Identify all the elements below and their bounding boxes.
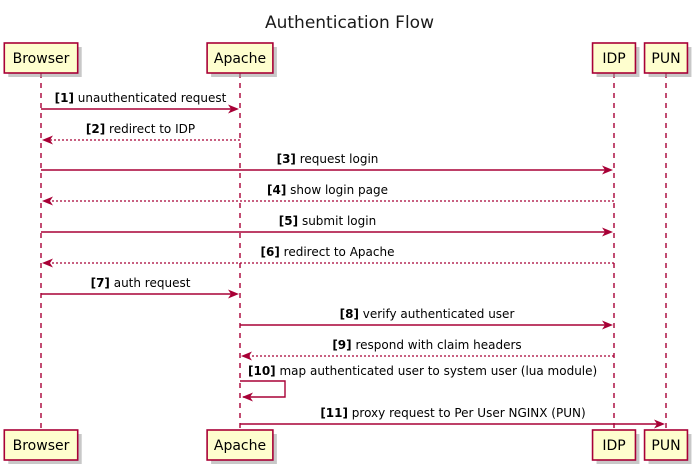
message-label: [4] show login page: [267, 183, 388, 197]
participant-apache-bottom[interactable]: Apache: [206, 429, 277, 464]
arrow-head: [602, 320, 613, 330]
participant-browser-bottom[interactable]: Browser: [3, 429, 82, 464]
message-10[interactable]: [10] map authenticated user to system us…: [240, 364, 597, 402]
message-label: [8] verify authenticated user: [340, 307, 515, 321]
arrow-head: [602, 165, 613, 175]
message-11[interactable]: [11] proxy request to Per User NGINX (PU…: [240, 406, 665, 429]
message-2[interactable]: [2] redirect to IDP: [42, 122, 240, 145]
message-label: [5] submit login: [279, 214, 376, 228]
participant-pun-bottom[interactable]: PUN: [643, 429, 692, 464]
participant-pun-top[interactable]: PUN: [643, 42, 692, 77]
participant-boxes-top: Browser Apache IDP PUN: [3, 42, 692, 77]
page-title: Authentication Flow: [265, 13, 434, 33]
participant-label: Apache: [214, 438, 266, 454]
participant-label: PUN: [651, 438, 680, 454]
participant-box: [206, 42, 274, 74]
message-label: [6] redirect to Apache: [261, 245, 395, 259]
message-9[interactable]: [9] respond with claim headers: [241, 338, 614, 361]
message-4[interactable]: [4] show login page: [42, 183, 614, 206]
participant-box: [3, 42, 79, 74]
arrow-head: [42, 135, 53, 145]
participant-box: [591, 429, 637, 461]
arrow-head: [42, 258, 53, 268]
participant-box: [206, 429, 274, 461]
arrow-head: [242, 392, 253, 402]
participant-label: Browser: [13, 438, 70, 454]
message-line: [240, 380, 286, 398]
participant-label: PUN: [651, 51, 680, 67]
participant-box: [591, 42, 637, 74]
participant-box: [643, 42, 689, 74]
message-label: [11] proxy request to Per User NGINX (PU…: [320, 406, 585, 420]
participant-idp-bottom[interactable]: IDP: [591, 429, 640, 464]
message-label: [3] request login: [277, 152, 379, 166]
participant-label: IDP: [602, 51, 625, 67]
message-label: [10] map authenticated user to system us…: [248, 364, 597, 378]
message-label: [1] unauthenticated request: [55, 91, 227, 105]
participant-label: Apache: [214, 51, 266, 67]
message-label: [9] respond with claim headers: [332, 338, 521, 352]
arrow-head: [654, 419, 665, 429]
participant-box: [643, 429, 689, 461]
arrow-head: [602, 227, 613, 237]
message-1[interactable]: [1] unauthenticated request: [41, 91, 239, 114]
message-7[interactable]: [7] auth request: [41, 276, 239, 299]
participant-label: IDP: [602, 438, 625, 454]
participant-box: [3, 429, 79, 461]
participant-label: Browser: [13, 51, 70, 67]
messages-layer: [1] unauthenticated request [2] redirect …: [41, 91, 665, 429]
arrow-head: [228, 289, 239, 299]
message-8[interactable]: [8] verify authenticated user: [240, 307, 613, 330]
participant-idp-top[interactable]: IDP: [591, 42, 640, 77]
message-label: [7] auth request: [91, 276, 191, 290]
participant-boxes-bottom: Browser Apache IDP PUN: [3, 429, 692, 464]
message-label: [2] redirect to IDP: [86, 122, 195, 136]
participant-browser-top[interactable]: Browser: [3, 42, 82, 77]
message-3[interactable]: [3] request login: [41, 152, 613, 175]
message-6[interactable]: [6] redirect to Apache: [42, 245, 614, 268]
arrow-head: [42, 196, 53, 206]
arrow-head: [241, 351, 252, 361]
message-5[interactable]: [5] submit login: [41, 214, 613, 237]
participant-apache-top[interactable]: Apache: [206, 42, 277, 77]
arrow-head: [228, 104, 239, 114]
